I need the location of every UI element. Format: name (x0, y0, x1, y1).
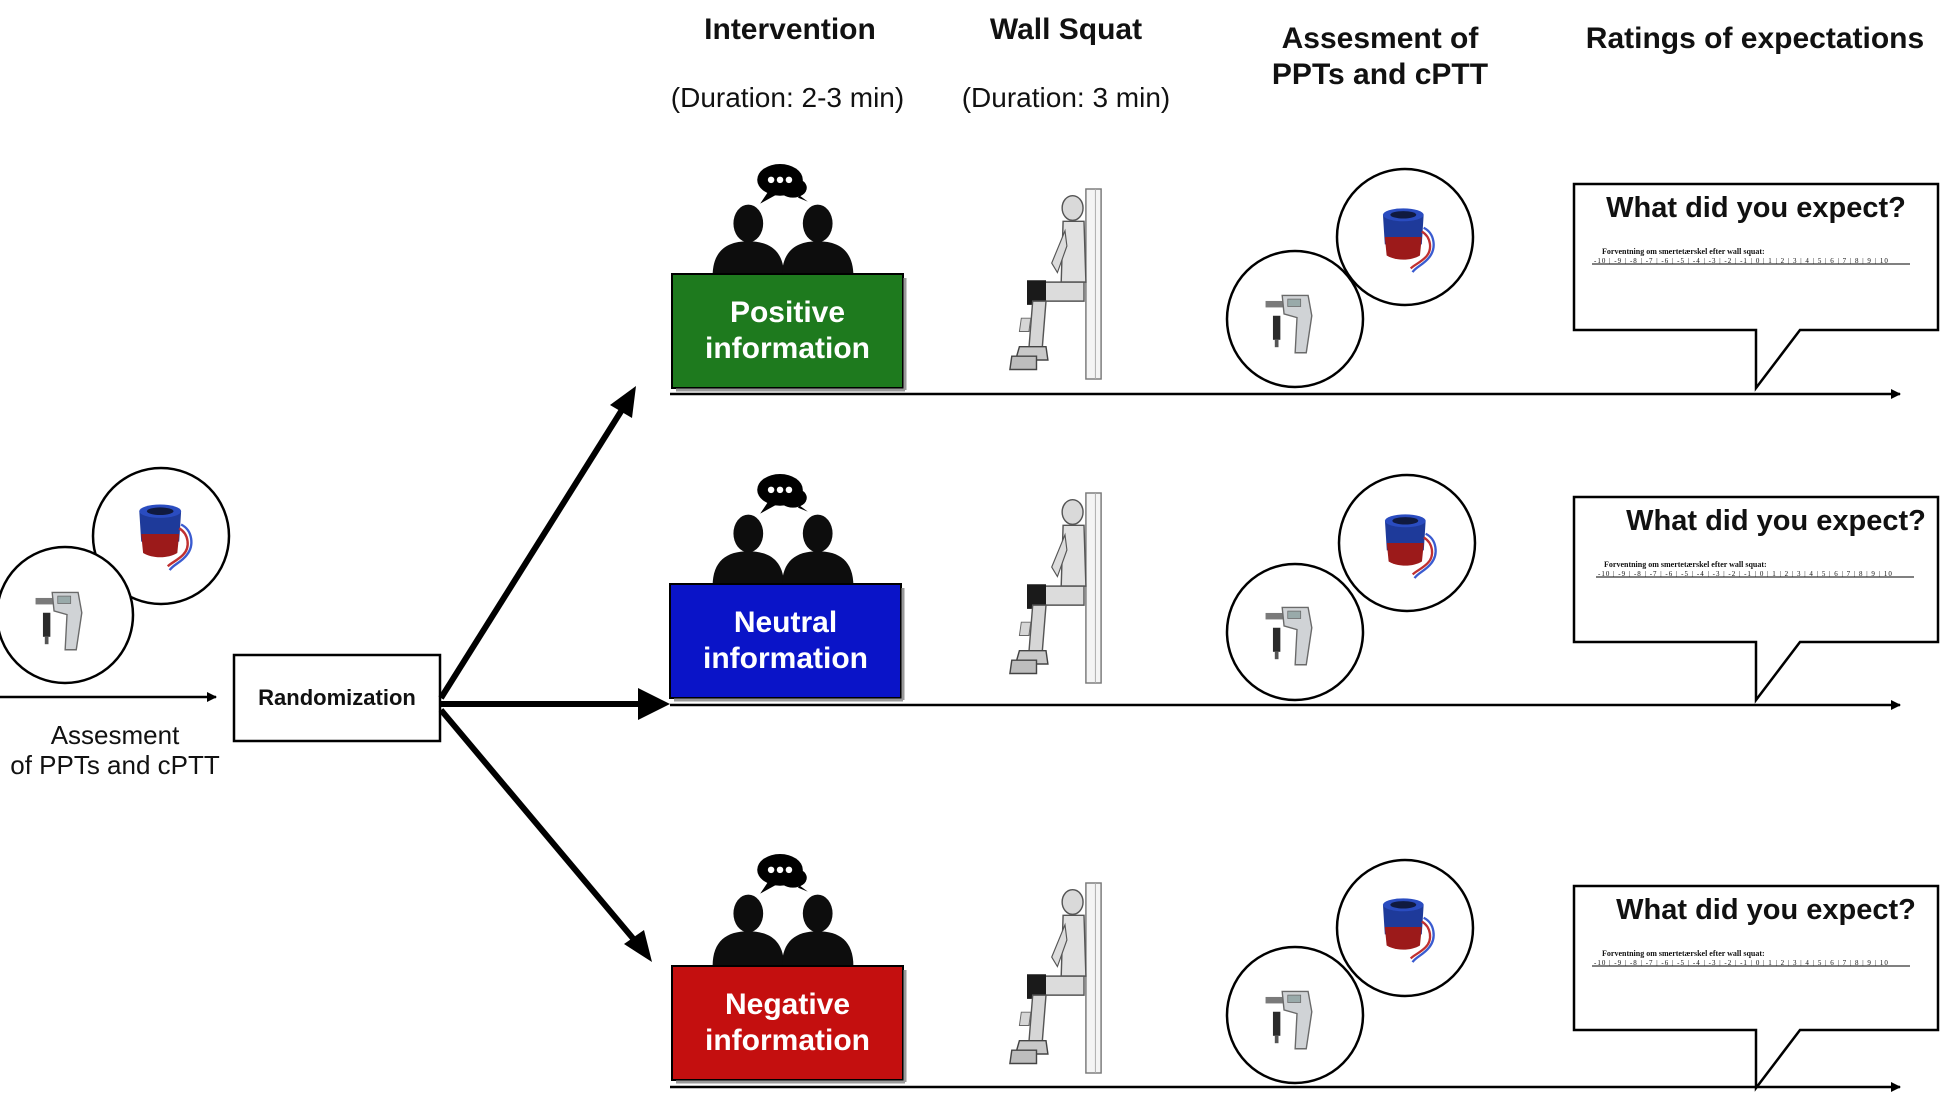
speech-callout-neutral (1572, 495, 1940, 704)
arrowhead-down (624, 930, 652, 962)
branch-arrows (438, 386, 670, 962)
rating-scale-negative: -10 | -9 | -8 | -7 | -6 | -5 | -4 | -3 |… (1594, 959, 1889, 967)
header-assessment: Assesment of PPTs and cPTT (1250, 21, 1510, 93)
baseline-label: Assesment of PPTs and cPTT (0, 720, 230, 780)
bubble-title-negative: What did you expect? (1616, 894, 1916, 926)
rating-heading-positive: Forventning om smertetærskel efter wall … (1602, 247, 1765, 256)
rating-heading-neutral: Forventning om smertetærskel efter wall … (1604, 560, 1767, 569)
header-wall-squat-duration: (Duration: 3 min) (961, 82, 1171, 113)
positive-info-box (671, 273, 904, 389)
neutral-info-label: Neutral information (670, 584, 901, 698)
wall-squat-figure-icon (1009, 492, 1102, 684)
arrowhead-mid (638, 688, 670, 720)
baseline-label-line2: of PPTs and cPTT (10, 750, 220, 780)
negative-info-label: Negative information (672, 966, 903, 1080)
wall-squat-figure-icon (1009, 882, 1102, 1074)
neutral-label-line1: Neutral (733, 606, 838, 639)
negative-label-line2: information (705, 1024, 870, 1057)
rating-heading-negative: Forventning om smertetærskel efter wall … (1602, 949, 1765, 958)
rating-scale-neutral: -10 | -9 | -8 | -7 | -6 | -5 | -4 | -3 |… (1598, 570, 1893, 578)
negative-label-line1: Negative (724, 988, 851, 1021)
speech-callout-positive (1572, 182, 1940, 392)
rating-scale-positive: -10 | -9 | -8 | -7 | -6 | -5 | -4 | -3 |… (1594, 257, 1889, 265)
negative-info-box (671, 965, 904, 1081)
bubble-title-positive: What did you expect? (1606, 192, 1906, 224)
two-people-silhouette-icon (712, 473, 854, 586)
randomization-box (232, 653, 442, 743)
wall-squat-figure-icon (1009, 188, 1102, 380)
neutral-label-line2: information (703, 642, 868, 675)
speech-callout-negative (1572, 884, 1940, 1092)
baseline-assessment-icons (0, 466, 231, 685)
header-assessment-line1: Assesment of (1281, 22, 1479, 55)
two-people-silhouette-icon (712, 163, 854, 276)
positive-label-line2: information (705, 332, 870, 365)
positive-label-line1: Positive (729, 296, 846, 329)
header-wall-squat: Wall Squat (989, 13, 1143, 46)
header-ratings: Ratings of expectations (1585, 22, 1925, 55)
neutral-info-box (669, 583, 902, 699)
randomization-label: Randomization (258, 685, 416, 710)
bubble-title-neutral: What did you expect? (1626, 505, 1926, 537)
two-people-silhouette-icon (712, 853, 854, 966)
header-intervention-duration: (Duration: 2-3 min) (670, 82, 905, 113)
header-assessment-line2: PPTs and cPTT (1271, 58, 1489, 91)
arrowhead-up (610, 386, 636, 418)
baseline-label-line1: Assesment (50, 720, 180, 750)
header-intervention: Intervention (704, 13, 876, 46)
positive-info-label: Positive information (672, 274, 903, 388)
